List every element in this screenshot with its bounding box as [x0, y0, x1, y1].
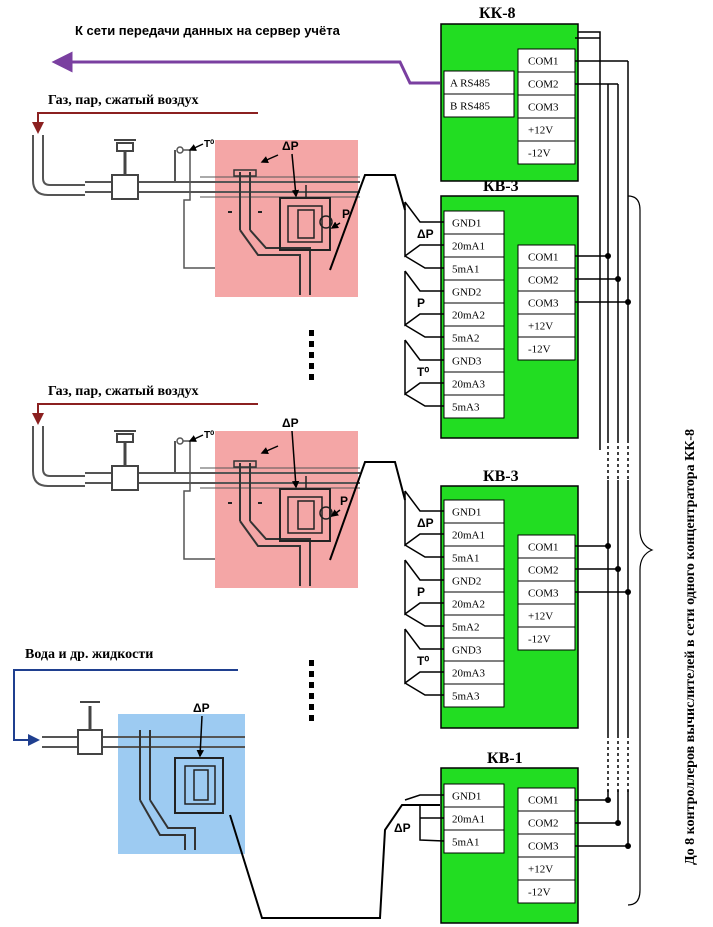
kv3-input-label: 5mA2	[452, 333, 480, 345]
kk8-port-label: COM3	[528, 102, 559, 114]
kv3-input-label: GND3	[452, 356, 482, 368]
kv1-input-cell	[443, 829, 505, 854]
dp-label-liquid: ΔP	[193, 701, 210, 715]
kv3-input-label: 20mA1	[452, 530, 485, 542]
line3-label: Вода и др. жидкости	[25, 647, 153, 662]
kv3a-p-label: P	[417, 296, 425, 310]
kv3a-p-wires	[404, 270, 444, 338]
kv1-port-cell	[517, 879, 576, 904]
kv3b-p-wires	[404, 559, 444, 627]
network-label: К сети передачи данных на сервер учёта	[75, 23, 341, 38]
kk8-port-label: COM1	[528, 56, 559, 68]
kv1-port-label: COM3	[528, 841, 559, 853]
kk8-port-cell	[517, 140, 576, 165]
kv3-input-label: GND1	[452, 507, 481, 519]
kv3-port-label: COM3	[528, 298, 559, 310]
kv3-input-label: GND2	[452, 576, 481, 588]
kv3-port-label: -12V	[528, 344, 551, 356]
liquid-pipe	[42, 701, 245, 850]
kv1-port-label: COM2	[528, 818, 559, 830]
kv3-input-label: 5mA2	[452, 622, 480, 634]
kv3-input-label: GND1	[452, 218, 481, 230]
kv3b-dp-label: ΔP	[417, 516, 434, 530]
p-label-1: P	[342, 207, 350, 221]
dp-label-2: ΔP	[282, 416, 299, 430]
dp-label-1: ΔP	[282, 139, 299, 153]
kk8-rs485-label: A RS485	[450, 78, 491, 90]
kv1-input-label: GND1	[452, 791, 481, 803]
kv3b-t-wires	[404, 628, 444, 696]
kv3-port-label: +12V	[528, 321, 553, 333]
side-note: До 8 контроллеров вычислителей в сети од…	[683, 429, 698, 865]
line2-label: Газ, пар, сжатый воздух	[48, 384, 198, 399]
p-label-2: P	[340, 494, 348, 508]
kv1-dp-label: ΔP	[394, 821, 411, 835]
kv3-port-label: -12V	[528, 634, 551, 646]
kv3-input-label: GND2	[452, 287, 481, 299]
kv3b-p-label: P	[417, 585, 425, 599]
com-bus-lines	[575, 31, 631, 849]
kv3-port-cell	[517, 336, 576, 361]
kk8-rs485-label: B RS485	[450, 101, 491, 113]
ellipsis-dots-1	[309, 330, 314, 380]
kv1-input-label: 5mA1	[452, 837, 480, 849]
kv3-port-label: COM3	[528, 588, 559, 600]
kv3-port-label: COM1	[528, 252, 559, 264]
group-brace	[627, 195, 654, 906]
liquid-flow-arrow	[13, 669, 238, 746]
kv3b-t-label: T⁰	[417, 654, 429, 668]
gas-sensor-zone-2	[215, 431, 358, 588]
kv3-input-label: 5mA3	[452, 691, 480, 703]
kv3-input-label: 5mA1	[452, 264, 480, 276]
kv3a-dp-wires	[404, 201, 444, 269]
kv1-port-label: COM1	[528, 795, 559, 807]
kv3a-dp-label: ΔP	[417, 227, 434, 241]
kv3-title-1: КВ-3	[483, 178, 519, 195]
kv3-input-label: 20mA2	[452, 599, 485, 611]
kv3-port-cell	[517, 626, 576, 651]
kv3-port-label: +12V	[528, 611, 553, 623]
kv3-input-label: 5mA1	[452, 553, 480, 565]
kv3-port-label: COM2	[528, 275, 559, 287]
kk8-port-label: COM2	[528, 79, 559, 91]
kk8-port-label: -12V	[528, 148, 551, 160]
kv3-port-label: COM1	[528, 542, 559, 554]
kv1-input-label: 20mA1	[452, 814, 485, 826]
kv3a-t-wires	[404, 339, 444, 407]
gas-sensor-zone-1	[215, 140, 358, 297]
gas-flow-arrow-2	[32, 403, 258, 425]
kv3-title-2: КВ-3	[483, 468, 519, 485]
kv3-input-label: 20mA3	[452, 379, 486, 391]
kv3b-dp-wires	[404, 490, 444, 558]
liquid-sensor-zone	[118, 714, 245, 854]
kv3a-t-label: T⁰	[417, 365, 429, 379]
kv3-port-label: COM2	[528, 565, 559, 577]
kv1-title: КВ-1	[487, 750, 523, 767]
kv3-input-label: 20mA1	[452, 241, 485, 253]
network-arrow	[51, 51, 440, 85]
kv1-dp-wires	[404, 794, 445, 842]
kv1-port-label: +12V	[528, 864, 553, 876]
kv3-input-label: 5mA3	[452, 402, 480, 414]
kv1-port-label: -12V	[528, 887, 551, 899]
ellipsis-dots-2	[309, 660, 314, 721]
kk8-rs485-cell	[443, 93, 515, 118]
gas-flow-arrow-1	[32, 112, 258, 134]
kk8-port-label: +12V	[528, 125, 553, 137]
temperature-label-1: T⁰	[204, 139, 214, 150]
line1-label: Газ, пар, сжатый воздух	[48, 93, 198, 108]
kv3-input-label: 20mA2	[452, 310, 485, 322]
kk8-title: КК-8	[479, 5, 516, 22]
temperature-label-2: T⁰	[204, 430, 214, 441]
kv3-input-label: 20mA3	[452, 668, 486, 680]
kv3-input-label: GND3	[452, 645, 482, 657]
